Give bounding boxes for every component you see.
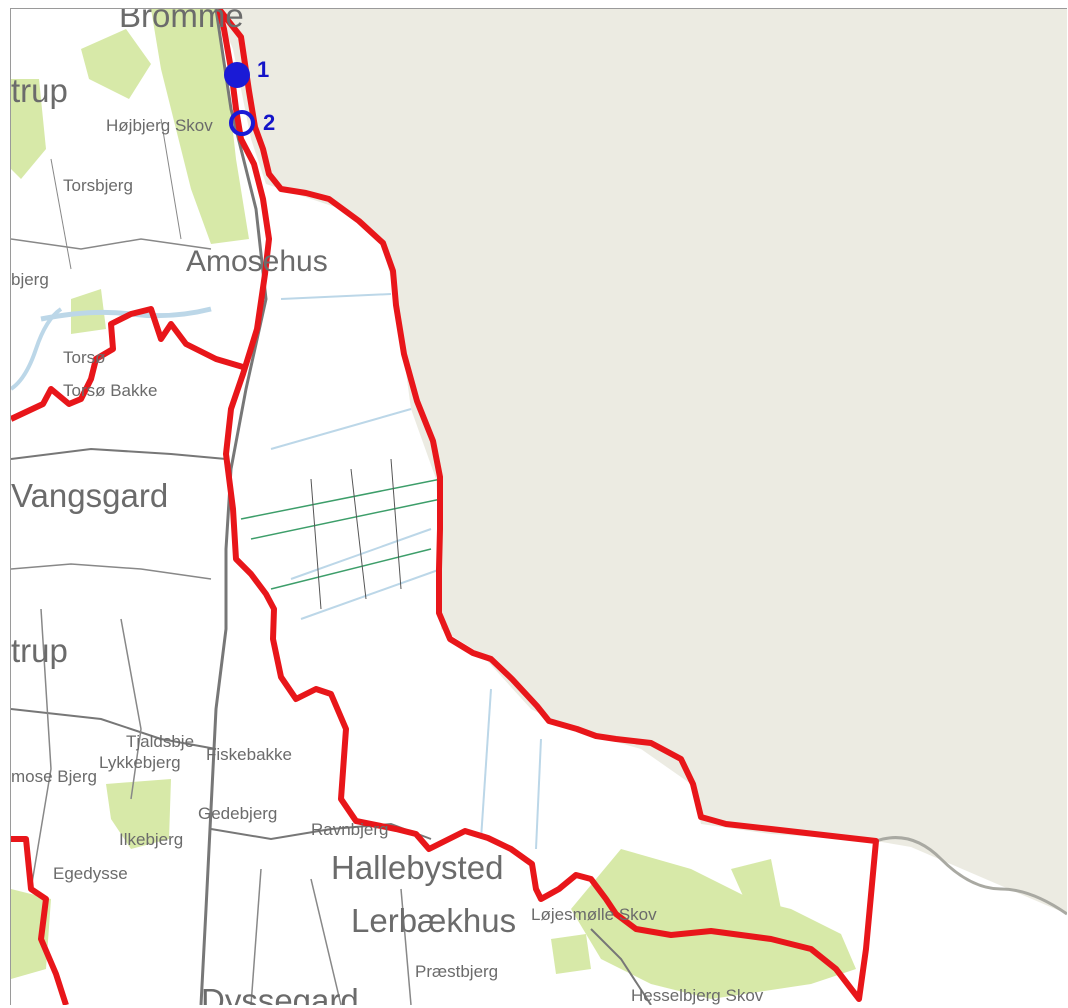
forest-patch bbox=[106, 779, 171, 849]
place-trup-top: trup bbox=[11, 72, 68, 109]
place-bjerg-left: bjerg bbox=[11, 270, 49, 289]
place-tjaldsbje: Tjaldsbje bbox=[126, 732, 195, 751]
road bbox=[400, 888, 412, 1005]
place-gedebjerg: Gedebjerg bbox=[198, 804, 278, 823]
road bbox=[199, 9, 268, 1005]
forest-patch bbox=[731, 859, 781, 914]
road bbox=[11, 447, 227, 460]
place-dyssegard: Dyssegard bbox=[201, 982, 359, 1005]
field-line bbox=[240, 478, 442, 520]
place-egedysse: Egedysse bbox=[53, 864, 128, 883]
place-hesselbjerg-skov: Hesselbjerg Skov bbox=[631, 986, 764, 1005]
field-line bbox=[350, 468, 367, 600]
field-line bbox=[390, 458, 402, 590]
road bbox=[590, 928, 652, 1005]
road bbox=[50, 158, 72, 270]
stream bbox=[280, 293, 392, 300]
marker-1-label[interactable]: 1 bbox=[257, 57, 270, 82]
place-hojbjerg-skov: Højbjerg Skov bbox=[106, 116, 213, 135]
boundary-line bbox=[11, 306, 244, 422]
place-lojesmolle-skov: Løjesmølle Skov bbox=[531, 905, 657, 924]
marker-2 bbox=[229, 110, 255, 136]
field-line bbox=[270, 548, 432, 590]
forest-patch bbox=[81, 29, 151, 99]
place-trup-mid: trup bbox=[11, 632, 68, 669]
place-ilkebjerg: Ilkebjerg bbox=[119, 830, 184, 849]
place-lykkebjerg: Lykkebjerg bbox=[99, 753, 181, 772]
road bbox=[120, 618, 142, 800]
marker-1 bbox=[224, 62, 250, 88]
land-area bbox=[11, 9, 1067, 1005]
forest-patch bbox=[11, 79, 46, 179]
map-canvas bbox=[11, 9, 1067, 1005]
road bbox=[250, 868, 262, 1005]
map-viewport[interactable]: Bromme trup Højbjerg Skov Torsbjerg Amos… bbox=[10, 8, 1067, 1005]
road bbox=[30, 608, 52, 890]
place-vangsgard: Vangsgard bbox=[11, 477, 169, 514]
place-lerbaekhus: Lerbækhus bbox=[351, 902, 517, 939]
field-line bbox=[250, 498, 442, 540]
place-bromme: Bromme bbox=[119, 8, 244, 34]
forest-patch bbox=[11, 889, 51, 979]
road bbox=[310, 878, 342, 1005]
place-torso-bakke: Torsø Bakke bbox=[63, 381, 158, 400]
stream bbox=[875, 836, 1067, 916]
stream bbox=[11, 307, 63, 391]
place-praestbjerg: Præstbjerg bbox=[415, 962, 499, 981]
stream bbox=[480, 688, 492, 840]
road bbox=[11, 708, 217, 750]
forest-patch bbox=[551, 934, 591, 974]
boundary-line bbox=[11, 836, 69, 1005]
marker-2-label[interactable]: 2 bbox=[263, 110, 276, 135]
place-fiskebakke: Fiskebakke bbox=[206, 745, 292, 764]
field-line bbox=[310, 478, 322, 610]
stream bbox=[535, 738, 542, 850]
place-amosehus: Amosehus bbox=[186, 245, 328, 278]
forest-patch bbox=[571, 849, 856, 999]
road bbox=[160, 118, 182, 240]
place-torsbjerg: Torsbjerg bbox=[63, 176, 133, 195]
place-hallebysted: Hallebysted bbox=[331, 849, 504, 886]
place-torso: Torsø bbox=[63, 348, 106, 367]
road bbox=[11, 563, 212, 580]
road bbox=[11, 238, 212, 250]
place-mose-bjerg: mose Bjerg bbox=[11, 767, 97, 786]
stream bbox=[270, 408, 412, 450]
boundary-line bbox=[216, 9, 879, 1002]
place-ravnbjerg: Ravnbjerg bbox=[311, 820, 389, 839]
stream bbox=[300, 568, 442, 620]
